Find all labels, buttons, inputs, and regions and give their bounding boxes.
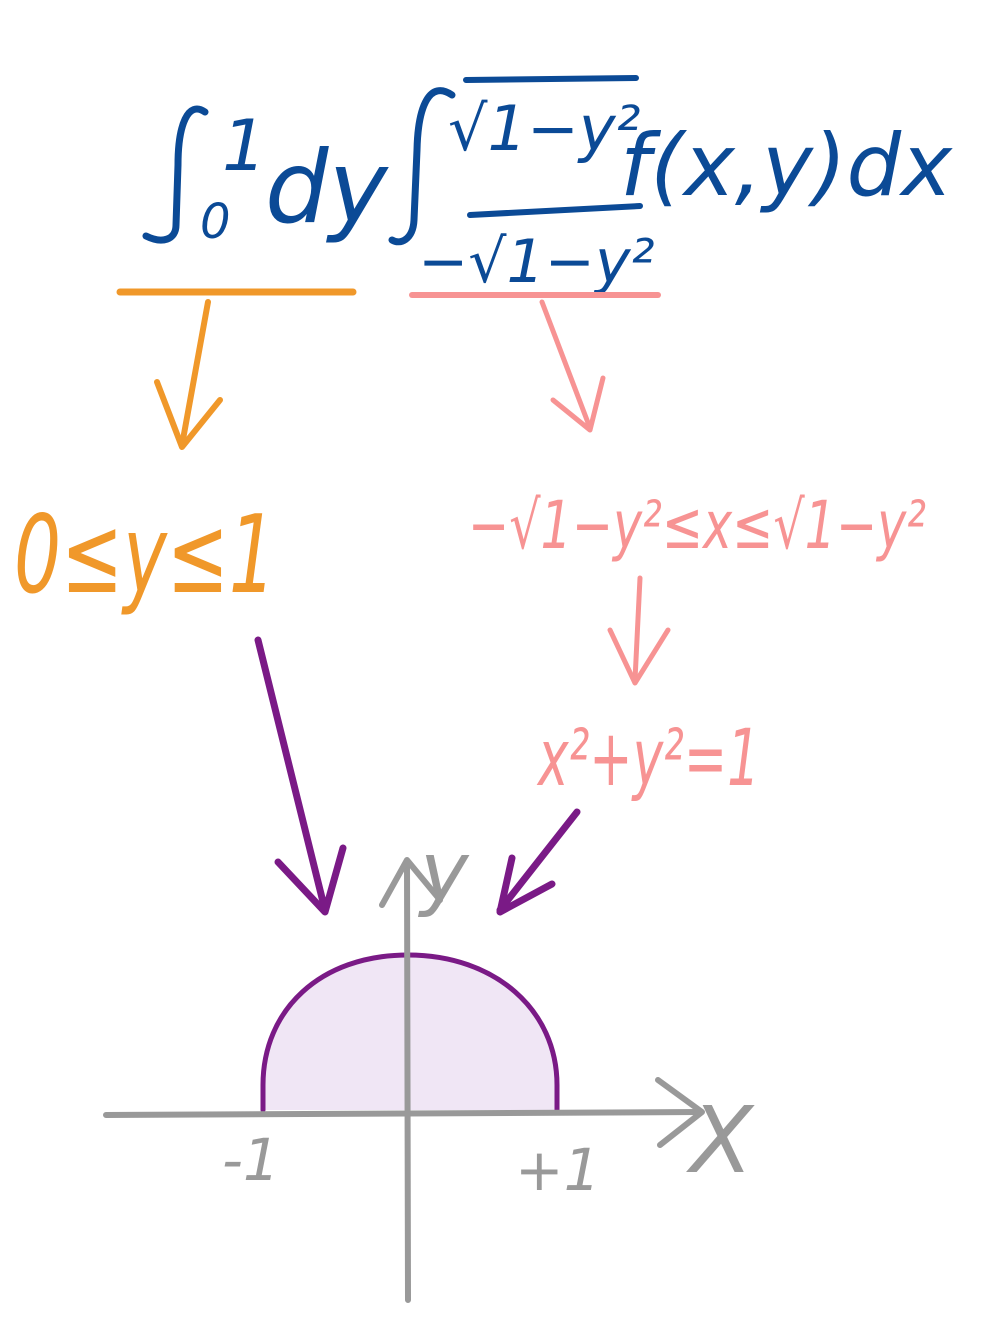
tick-label-plus-one: +1 [515,1136,601,1204]
y-range-condition: 0≤y≤1 [14,493,276,618]
x-range-condition: −√1−y²≤x≤√1−y² [468,487,926,564]
integrand: f(x,y)dx [620,116,953,216]
outer-lower-limit: 0 [200,194,231,250]
circle-equation-arrow [607,575,671,686]
x-axis-arrowhead [655,1077,705,1148]
inner-upper-limit: √1−y² [448,92,640,165]
upper-radical-bar [463,75,639,83]
inner-lower-limit: −√1−y² [418,227,655,297]
outer-differential: dy [265,129,389,246]
circle-equation: x²+y²=1 [536,714,760,804]
circle-to-region-arrow [496,808,581,916]
x-axis [103,1109,703,1118]
y-axis-arrowhead [379,857,443,908]
double-integral-expression: 1 0 dy √1−y² −√1−y² f(x,y)dx [142,75,953,297]
x-axis-label: X [686,1087,755,1194]
coordinate-axes [103,857,705,1303]
y-axis [404,859,411,1303]
inner-integral-sign [388,87,456,246]
y-range-to-region-arrow [254,636,347,916]
lower-radical-bar [467,203,643,218]
x-range-arrow [539,299,606,433]
y-axis-label: y [417,825,470,920]
tick-label-minus-one: -1 [222,1126,280,1194]
outer-upper-limit: 1 [222,105,267,187]
y-range-arrow [154,299,223,450]
outer-integral-sign [142,105,209,244]
